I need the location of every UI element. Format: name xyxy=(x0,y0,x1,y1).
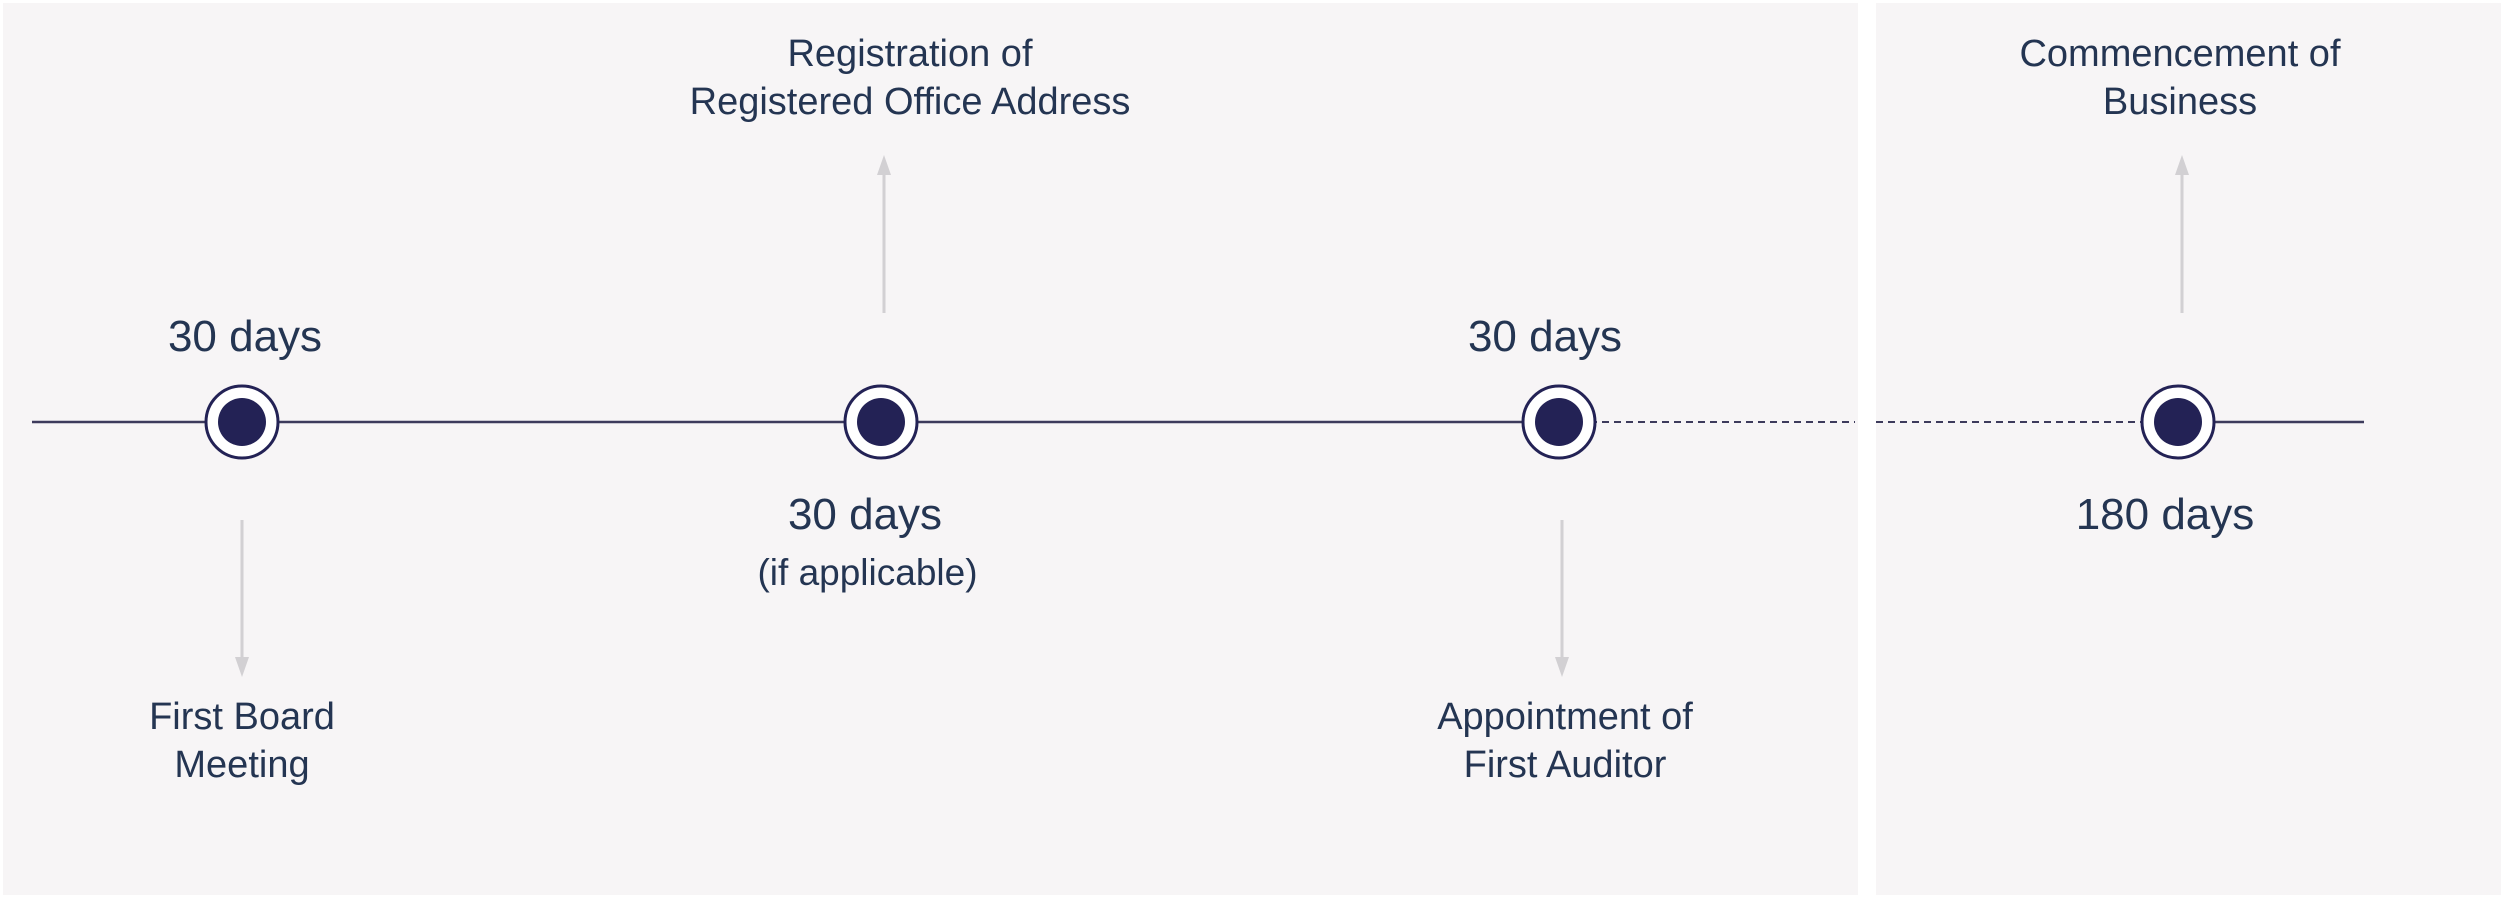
milestone-3-days: 30 days xyxy=(1467,312,1623,361)
milestone-2-event-line2: Registered Office Address xyxy=(689,81,1131,123)
milestone-1-event-line1: First Board xyxy=(149,696,335,738)
milestone-4-event-line2: Business xyxy=(2102,81,2258,123)
milestone-3-event-line1: Appointment of xyxy=(1437,696,1693,738)
milestone-3-event: Appointment of First Auditor xyxy=(1395,693,1735,789)
milestone-2-event-line1: Registration of xyxy=(787,33,1033,75)
milestone-2-days: 30 days xyxy=(787,490,943,539)
milestone-4-days: 180 days xyxy=(2075,490,2255,539)
milestone-4-event-line1: Commencement of xyxy=(2019,33,2341,75)
milestone-2-days-note: (if applicable) xyxy=(757,552,978,593)
timeline-node-2 xyxy=(843,384,919,460)
timeline-node-1 xyxy=(204,384,280,460)
milestone-1-event: First Board Meeting xyxy=(92,693,392,789)
timeline-node-4 xyxy=(2140,384,2216,460)
timeline-node-3 xyxy=(1521,384,1597,460)
milestone-3-event-line2: First Auditor xyxy=(1463,744,1667,786)
milestone-1-days: 30 days xyxy=(167,312,323,361)
milestone-1-event-line2: Meeting xyxy=(174,744,310,786)
milestone-4-event: Commencement of Business xyxy=(1960,30,2400,126)
milestone-2-event: Registration of Registered Office Addres… xyxy=(610,30,1210,126)
